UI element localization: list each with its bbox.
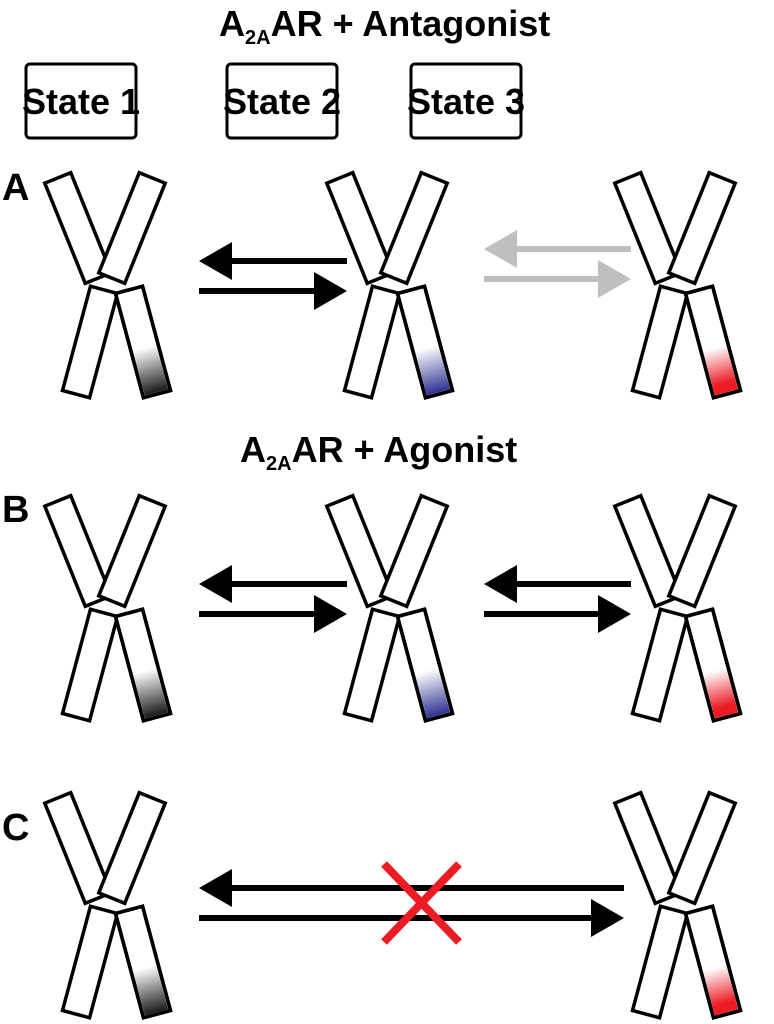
- helix-upper-right: [378, 493, 450, 609]
- helix-lower-left: [342, 284, 402, 400]
- helix-lower-left: [630, 607, 690, 723]
- panel-label-a: A: [2, 167, 29, 209]
- helix-lower-right: [683, 904, 743, 1020]
- arrow-left-head: [199, 869, 232, 907]
- helix-upper-right: [666, 170, 738, 286]
- helix-lower-left: [60, 904, 120, 1020]
- arrow-right-head: [598, 595, 631, 633]
- receptor-b-3: [612, 493, 743, 723]
- receptor-a-1: [42, 170, 173, 400]
- helix-upper-left: [42, 170, 114, 286]
- helix-upper-left: [324, 170, 396, 286]
- helix-lower-right: [113, 607, 173, 723]
- title-agonist: A2AAR + Agonist: [240, 429, 517, 475]
- arrow-left-head: [199, 565, 232, 603]
- helix-lower-left: [60, 607, 120, 723]
- arrow-left-head: [199, 242, 232, 280]
- state-3-label: State 3: [407, 81, 525, 122]
- receptor-c-1: [42, 790, 173, 1020]
- blocked-cross-icon: [381, 861, 462, 945]
- helix-upper-right: [96, 790, 168, 906]
- arrows-b-2-3: [484, 565, 631, 633]
- state-2-box: State 2: [223, 62, 341, 140]
- helix-lower-right: [113, 904, 173, 1020]
- receptor-a-3: [612, 170, 743, 400]
- helix-lower-left: [60, 284, 120, 400]
- helix-upper-right: [96, 493, 168, 609]
- helix-lower-right: [395, 284, 455, 400]
- helix-lower-left: [342, 607, 402, 723]
- helix-lower-right: [113, 284, 173, 400]
- color-gradient: [702, 667, 739, 719]
- helix-upper-right: [96, 170, 168, 286]
- helix-upper-left: [42, 493, 114, 609]
- helix-upper-left: [42, 790, 114, 906]
- helix-upper-right: [666, 790, 738, 906]
- helix-lower-left: [630, 904, 690, 1020]
- color-gradient: [132, 344, 169, 396]
- arrows-b-1-2: [199, 565, 347, 633]
- arrows-c-1-3: [199, 869, 624, 937]
- receptor-b-1: [42, 493, 173, 723]
- state-1-label: State 1: [22, 81, 140, 122]
- arrow-right-head: [591, 899, 624, 937]
- helix-lower-left: [630, 284, 690, 400]
- color-gradient: [132, 964, 169, 1016]
- state-2-label: State 2: [223, 81, 341, 122]
- helix-lower-right: [683, 284, 743, 400]
- title-antagonist: A2AAR + Antagonist: [219, 3, 550, 49]
- helix-upper-right: [378, 170, 450, 286]
- arrow-left-head: [484, 230, 517, 268]
- arrow-right-head: [314, 595, 347, 633]
- helix-upper-left: [612, 170, 684, 286]
- arrow-right-head: [314, 272, 347, 310]
- panel-label-c: C: [2, 807, 29, 849]
- receptor-c-2: [612, 790, 743, 1020]
- helix-upper-left: [324, 493, 396, 609]
- color-gradient: [414, 344, 451, 396]
- receptor-a-2: [324, 170, 455, 400]
- helix-lower-right: [395, 607, 455, 723]
- color-gradient: [702, 964, 739, 1016]
- receptor-b-2: [324, 493, 455, 723]
- color-gradient: [132, 667, 169, 719]
- arrow-right-head: [598, 260, 631, 298]
- helix-upper-left: [612, 493, 684, 609]
- panel-label-b: B: [2, 489, 29, 531]
- helix-lower-right: [683, 607, 743, 723]
- arrows-a-1-2: [199, 242, 347, 310]
- color-gradient: [414, 667, 451, 719]
- helix-upper-left: [612, 790, 684, 906]
- state-3-box: State 3: [407, 62, 525, 140]
- helix-upper-right: [666, 493, 738, 609]
- state-1-box: State 1: [22, 62, 140, 140]
- color-gradient: [702, 344, 739, 396]
- arrows-a-2-3: [484, 230, 631, 298]
- arrow-left-head: [484, 565, 517, 603]
